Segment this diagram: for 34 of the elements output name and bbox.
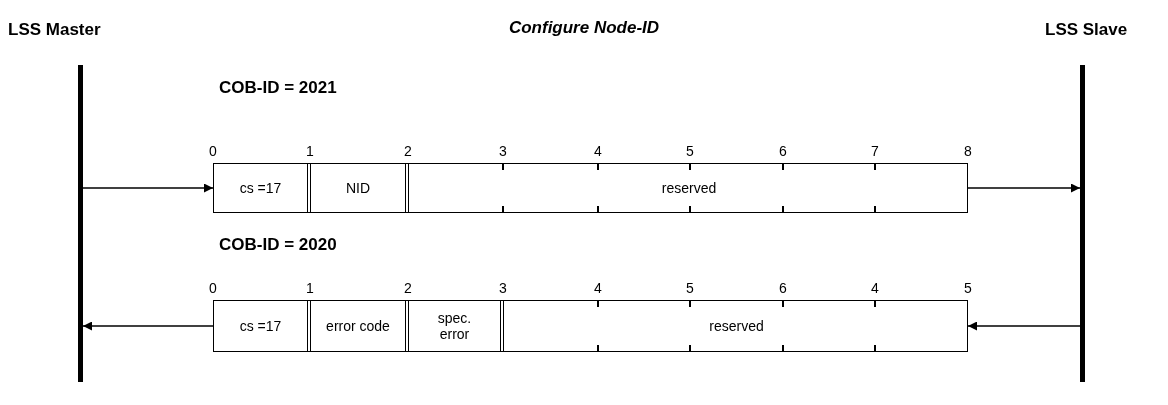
frame-heading: COB-ID = 2021: [219, 78, 337, 98]
byte-index: 2: [404, 280, 412, 296]
arrow: [82, 321, 214, 331]
lane-heading: LSS Slave: [1045, 20, 1128, 40]
byte-field: reserved: [504, 301, 969, 351]
arrow: [967, 183, 1081, 193]
byte-index: 0: [209, 143, 217, 159]
byte-index: 1: [306, 143, 314, 159]
frame-heading: COB-ID = 2020: [219, 235, 337, 255]
byte-field: cs =17: [214, 301, 311, 351]
byte-index: 3: [499, 280, 507, 296]
byte-field: error code: [311, 301, 409, 351]
byte-index: 5: [686, 280, 694, 296]
byte-index: 6: [779, 143, 787, 159]
byte-index: 4: [594, 143, 602, 159]
byte-index: 5: [686, 143, 694, 159]
byte-index: 5: [964, 280, 972, 296]
byte-index: 1: [306, 280, 314, 296]
arrow: [82, 183, 214, 193]
byte-index: 3: [499, 143, 507, 159]
byte-index: 2: [404, 143, 412, 159]
byte-index: 4: [871, 280, 879, 296]
arrow: [967, 321, 1081, 331]
byte-field: reserved: [409, 164, 969, 212]
diagram-title: Configure Node-ID: [508, 18, 660, 38]
byte-field: spec. error: [409, 301, 504, 351]
lane-heading: LSS Master: [8, 20, 101, 40]
byte-index: 4: [594, 280, 602, 296]
byte-field: cs =17: [214, 164, 311, 212]
byte-index: 6: [779, 280, 787, 296]
byte-index: 7: [871, 143, 879, 159]
byte-field: NID: [311, 164, 409, 212]
byte-index: 0: [209, 280, 217, 296]
byte-index: 8: [964, 143, 972, 159]
